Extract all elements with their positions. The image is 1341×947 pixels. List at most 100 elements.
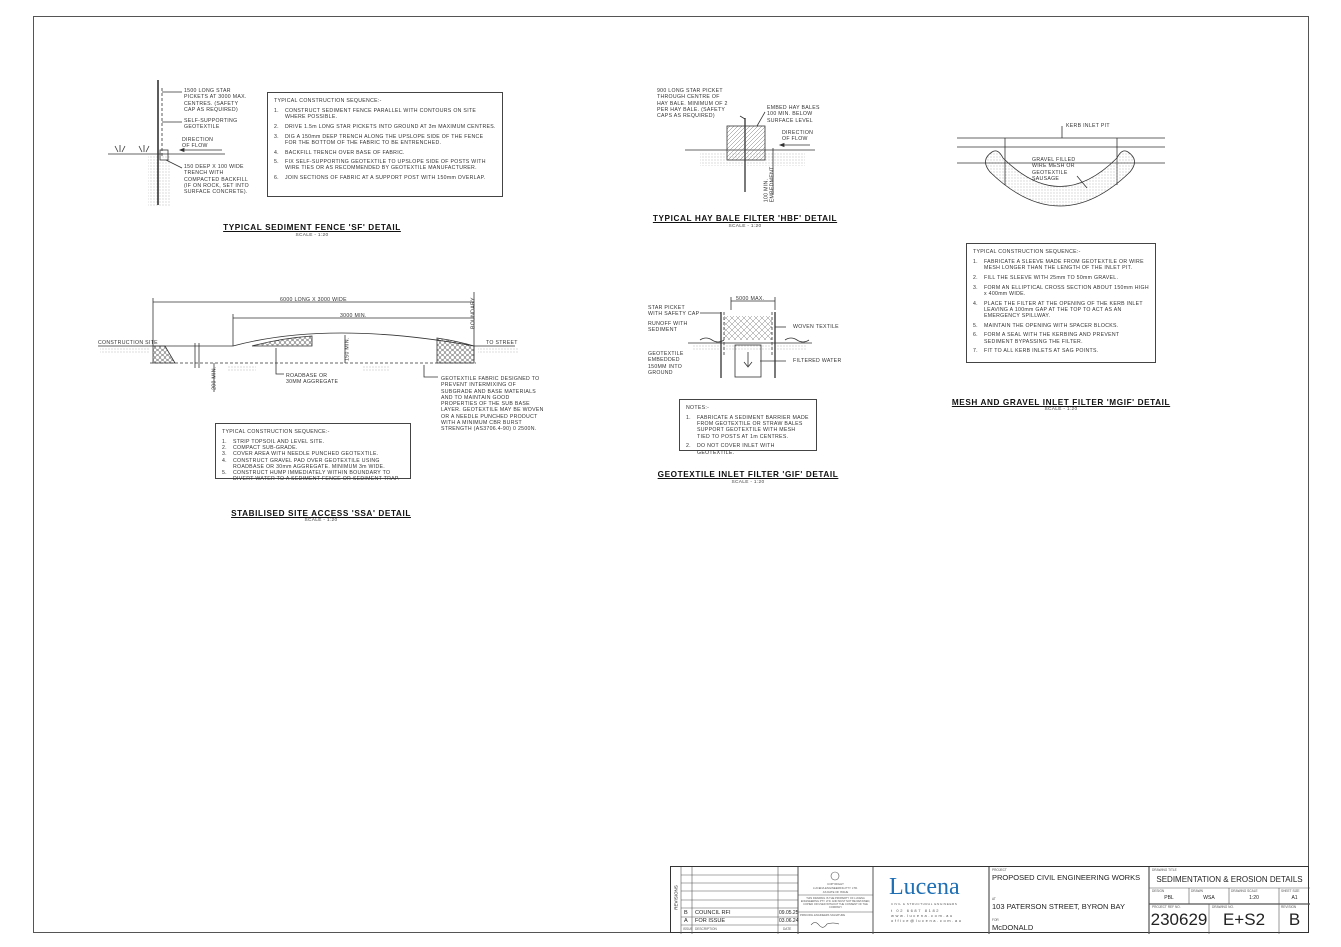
sf-step: 2.DRIVE 1.5m LONG STAR PICKETS INTO GROU… [274,123,496,130]
client-name: McDONALD [992,923,1034,932]
ssa-scale: SCALE - 1:20 [304,518,338,523]
rev-b-issue: B [684,910,688,916]
scale-value: 1:20 [1249,895,1259,901]
sf-step: 1.CONSTRUCT SEDIMENT FENCE PARALLEL WITH… [274,108,477,121]
project-label: PROJECT [992,868,1007,872]
ssa-overall-dim: 6000 LONG x 3000 WIDE [280,297,347,303]
mgif-step: 2.FILL THE SLEEVE WITH 25mm TO 50mm GRAV… [973,274,1119,281]
ssa-step: 4.CONSTRUCT GRAVEL PAD OVER GEOTEXTILE U… [222,457,386,470]
sf-title: TYPICAL SEDIMENT FENCE 'SF' DETAIL [223,223,401,232]
ssa-step: 3.COVER AREA WITH NEEDLE PUNCHED GEOTEXT… [222,451,379,458]
mgif-scale: SCALE - 1:20 [1044,407,1078,412]
ssa-step: 5.CONSTRUCT HUMP IMMEDIATELY WITHIN BOUN… [222,470,400,483]
ssa-step: 2.COMPACT SUB-GRADE. [222,445,298,452]
ssa-boundary-label: BOUNDARY [470,297,477,330]
drawn-value: WSA [1203,895,1215,901]
sf-geotextile-label: SELF-SUPPORTING GEOTEXTILE [184,118,238,131]
scale-label: DRAWING SCALE [1231,889,1258,893]
project-name: PROPOSED CIVIL ENGINEERING WORKS [992,873,1141,882]
sf-step: 6.JOIN SECTIONS OF FABRIC AT A SUPPORT P… [274,175,486,182]
sf-step: 4.BACKFILL TRENCH OVER BASE OF FABRIC. [274,149,405,156]
sediment-fence-drawing [108,80,225,206]
project-no-label: PROJECT REF No. [1152,905,1181,909]
gif-note: 1.FABRICATE A SEDIMENT BARRIER MADE FROM… [686,415,809,440]
ssa-sequence-box: TYPICAL CONSTRUCTION SEQUENCE:- 1.STRIP … [215,423,411,483]
mgif-step: 1.FABRICATE A SLEEVE MADE FROM GEOTEXTIL… [973,259,1144,272]
gif-title: GEOTEXTILE INLET FILTER 'GIF' DETAIL [657,470,839,479]
mgif-step: 6.FORM A SEAL WITH THE KERBING AND PREVE… [973,332,1120,345]
mgif-sequence-heading: TYPICAL CONSTRUCTION SEQUENCE:- [973,249,1081,255]
sf-scale: SCALE - 1:20 [295,233,329,238]
drawing-title: SEDIMENTATION & EROSION DETAILS [1156,875,1303,884]
hbf-picket-label: 900 LONG STAR PICKET THROUGH CENTRE OF H… [657,88,728,120]
mgif-step: 5.MAINTAIN THE OPENING WITH SPACER BLOCK… [973,322,1119,329]
design-label: DESIGN [1152,889,1165,893]
design-value: PBL [1164,895,1174,901]
mgif-step: 7.FIT TO ALL KERB INLETS AT SAG POINTS. [973,348,1099,355]
hbf-flow-label: DIRECTION OF FLOW [782,130,814,143]
kerb-inlet-drawing [957,126,1165,207]
mgif-title: MESH AND GRAVEL INLET FILTER 'MGIF' DETA… [951,398,1171,407]
rev-a-description: FOR ISSUE [695,918,726,924]
sf-trench-label: 150 DEEP x 100 WIDE TRENCH WITH COMPACTE… [184,164,249,196]
drawing-no-label: DRAWING No. [1212,905,1234,909]
sf-step: 3.DIG A 150mm DEEP TRENCH ALONG THE UPSL… [274,133,484,146]
sf-step: 5.FIX SELF-SUPPORTING GEOTEXTILE TO UPSL… [274,159,486,172]
mgif-sequence-box: TYPICAL CONSTRUCTION SEQUENCE:- 1.FABRIC… [966,243,1156,363]
ssa-sequence-heading: TYPICAL CONSTRUCTION SEQUENCE:- [222,429,330,435]
ssa-title: STABILISED SITE ACCESS 'SSA' DETAIL [231,509,411,518]
gif-width-dim: 5000 MAX. [736,296,765,302]
client-label: FOR [992,918,999,922]
drawing-number: E+S2 [1222,910,1266,929]
property-text: THIS DRAWING IS THE PROPERTY OF LUCENA E… [800,897,871,909]
gif-embedded-label: GEOTEXTILE EMBEDDED 150mm INTO GROUND [648,351,684,376]
ssa-depth-dim: 200 MIN. [211,366,218,390]
copyright-text: COPYRIGHT LUCENA ENGINEERING PTY. LTD. A… [813,882,858,894]
logo-subtitle: CIVIL & STRUCTURAL ENGINEERS [891,902,958,906]
inlet-filter-drawing [688,297,812,378]
sheet-size-label: SHEET SIZE [1281,889,1300,893]
gif-woven-label: WOVEN TEXTILE [793,324,839,330]
ssa-street-label: TO STREET [486,340,518,346]
drawn-label: DRAWN [1191,889,1203,893]
ssa-step: 1.STRIP TOPSOIL AND LEVEL SITE. [222,439,325,445]
hbf-title: TYPICAL HAY BALE FILTER 'HBF' DETAIL [652,214,838,223]
rev-a-date: 03.06.24 [779,918,799,924]
gif-filtered-label: FILTERED WATER [793,358,842,364]
sf-flow-label: DIRECTION OF FLOW [182,137,214,150]
hbf-scale: SCALE - 1:20 [728,224,762,229]
hbf-embedment-label: 100 MIN. EMBEDMENT [763,166,776,203]
revision-label: REVISION [1281,905,1297,909]
mgif-pit-label: KERB INLET PIT [1066,123,1110,129]
mgif-step: 3.FORM AN ELLIPTICAL CROSS SECTION ABOUT… [973,284,1149,297]
ssa-geofabric-label: GEOTEXTILE FABRIC DESIGNED TO PREVENT IN… [441,376,544,433]
ssa-roadbase-label: ROADBASE OR 30mm AGGREGATE [286,373,339,386]
rev-b-description: COUNCIL RFI [695,910,731,916]
mgif-sausage-label: GRAVEL FILLED WIRE MESH OR GEOTEXTILE SA… [1032,157,1076,182]
mgif-step: 4.PLACE THE FILTER AT THE OPENING OF THE… [973,300,1143,319]
rev-a-issue: A [684,918,688,924]
hbf-embed-label: EMBED HAY BALES 100 MIN. BELOW SURFACE L… [767,105,820,124]
project-address: 103 PATERSON STREET, BYRON BAY [992,902,1125,911]
rev-header-description: DESCRIPTION [695,927,717,931]
lucena-logo: Lucena [889,874,960,900]
rev-b-date: 09.05.25 [779,910,799,916]
rev-header-issue: ISSUE [683,927,693,931]
title-block-grid [680,867,1310,934]
sf-picket-label: 1500 LONG STAR PICKETS AT 3000 MAX. CENT… [184,88,247,113]
revision-value: B [1288,910,1301,929]
title-block: REVISIONS B COUNCIL RFI 09.05.25 A FOR I… [670,866,1310,934]
address-label: AT [992,897,996,901]
contact-details: t 02 6687 8182 www.lucena.com.au office@… [891,908,963,923]
gif-note: 2.DO NOT COVER INLET WITH GEOTEXTILE. [686,443,775,456]
site-access-drawing [98,292,518,392]
signature-label: PRINCIPAL ENGINEERS SIGNATURE [800,914,846,917]
gif-scale: SCALE - 1:20 [731,480,765,485]
gif-notes-box: NOTES:- 1.FABRICATE A SEDIMENT BARRIER M… [679,399,817,456]
drawing-title-label: DRAWING TITLE [1152,868,1177,872]
ssa-min-dim: 3000 MIN. [340,313,367,319]
gif-picket-label: STAR PICKET WITH SAFETY CAP [648,305,700,318]
ssa-site-label: CONSTRUCTION SITE [98,340,158,346]
sheet-size-value: A1 [1291,895,1298,901]
